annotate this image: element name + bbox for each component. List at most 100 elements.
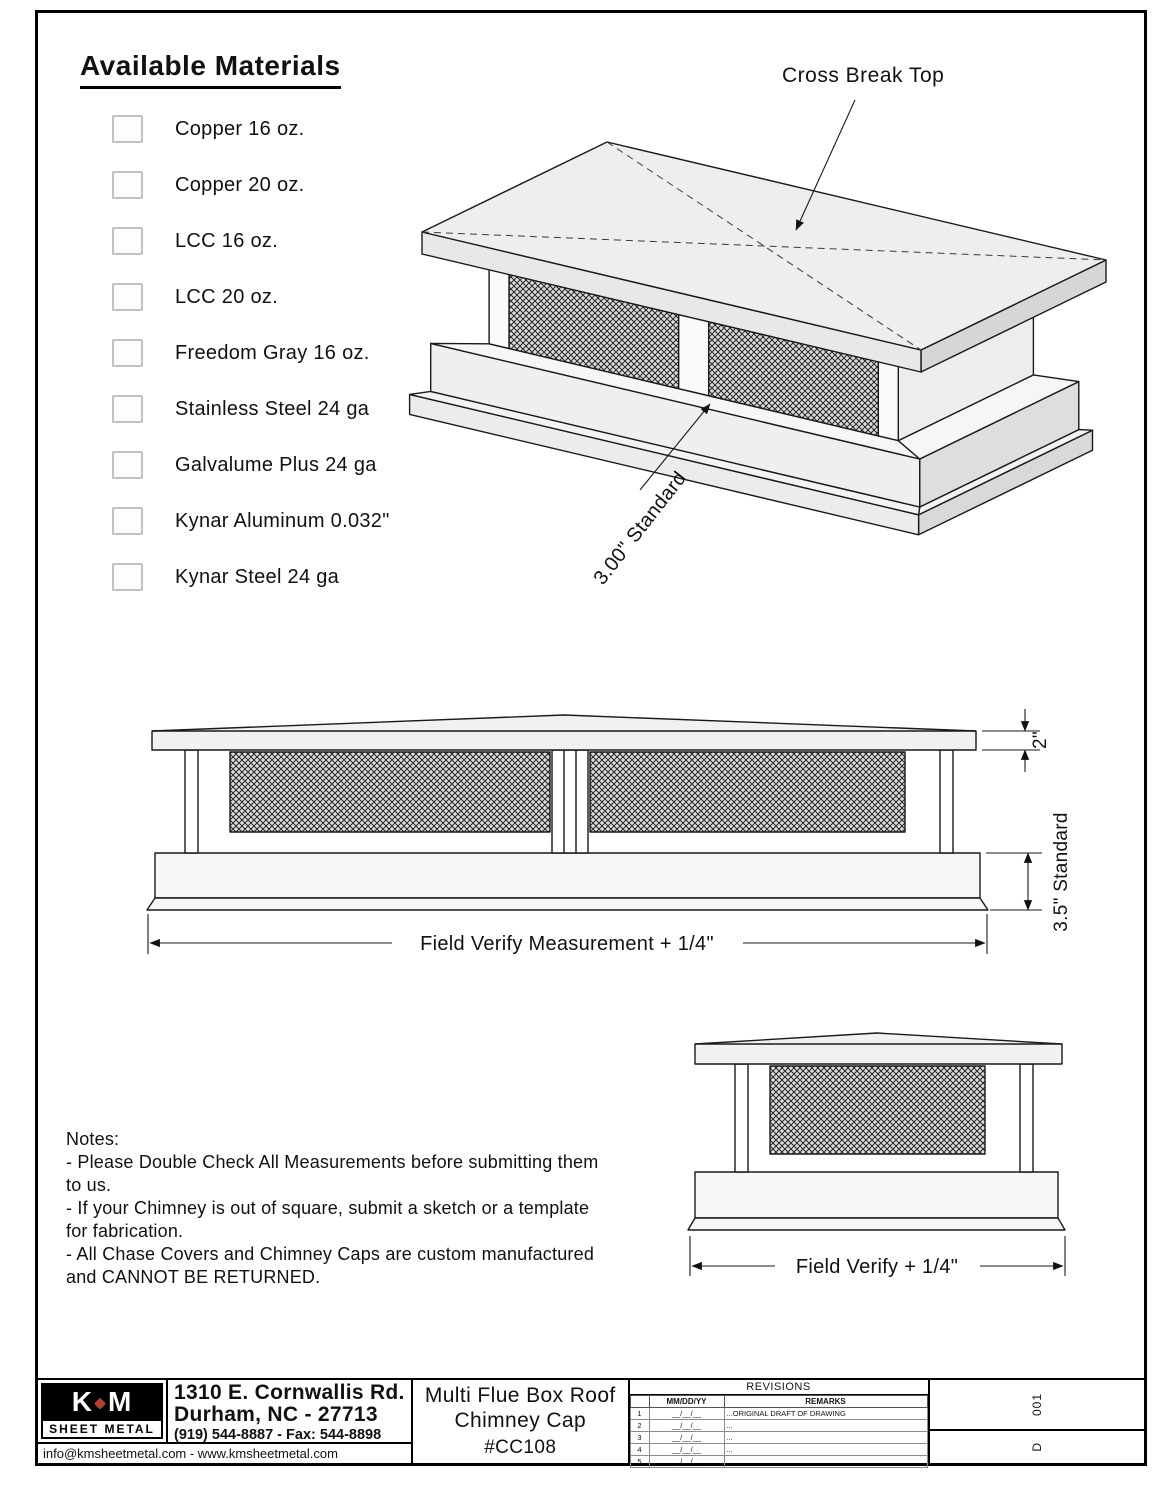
- revisions-col-date: MM/DD/YY: [648, 1395, 725, 1408]
- isometric-view-drawing: 3.00" Standard: [408, 99, 1107, 589]
- revision-remarks: ...: [723, 1455, 928, 1468]
- revision-letter-cell: D: [930, 1431, 1145, 1463]
- notes-section: Notes: - Please Double Check All Measure…: [66, 1128, 611, 1289]
- iso-center-post: [678, 309, 710, 397]
- revision-number: 4: [629, 1443, 650, 1456]
- revision-letter: D: [1029, 1441, 1044, 1452]
- materials-list: Copper 16 oz. Copper 20 oz. LCC 16 oz. L…: [112, 115, 390, 620]
- front-mesh-left: [229, 751, 551, 833]
- revision-date: __/__/__: [648, 1431, 725, 1444]
- revisions-col-num: [629, 1395, 650, 1408]
- revisions-col-remarks: REMARKS: [723, 1395, 928, 1408]
- front-mesh-right: [589, 751, 906, 833]
- notes-heading: Notes:: [66, 1129, 120, 1149]
- revision-row: 3 __/__/__ ...: [629, 1431, 928, 1444]
- iso-corner-post-left: [488, 265, 510, 350]
- address-line1: 1310 E. Cornwallis Rd.: [174, 1381, 405, 1404]
- logo-diamond-icon: ◆: [94, 1394, 106, 1410]
- revision-remarks: ...: [723, 1431, 928, 1444]
- side-roof-cap: [694, 1032, 1063, 1065]
- material-label: Galvalume Plus 24 ga: [175, 453, 377, 476]
- iso-cross-break-line: [421, 231, 1107, 261]
- material-checkbox[interactable]: [112, 563, 143, 591]
- logo-letter-m: M: [107, 1386, 133, 1417]
- company-phone: (919) 544-8887 - Fax: 544-8898: [174, 1427, 382, 1444]
- gap-dimension-label: 3.00" Standard: [589, 468, 691, 589]
- front-flange: [146, 897, 989, 911]
- front-roof-cap: [151, 714, 977, 751]
- material-item: Copper 20 oz.: [112, 171, 390, 199]
- title-block: K◆M SHEET METAL 1310 E. Cornwallis Rd. D…: [35, 1378, 1147, 1468]
- material-checkbox[interactable]: [112, 283, 143, 311]
- revisions-section: REVISIONS MM/DD/YY REMARKS 1 __/__/__ ..…: [629, 1380, 930, 1468]
- company-logo-mark: K◆M: [43, 1385, 161, 1419]
- material-checkbox[interactable]: [112, 171, 143, 199]
- cross-break-top-label: Cross Break Top: [782, 64, 945, 87]
- material-item: LCC 20 oz.: [112, 283, 390, 311]
- revision-number: 3: [629, 1431, 650, 1444]
- product-title-line2: Chimney Cap: [454, 1409, 587, 1432]
- product-title-line1: Multi Flue Box Roof: [424, 1384, 616, 1407]
- material-label: Kynar Aluminum 0.032": [175, 509, 390, 532]
- revisions-title: REVISIONS: [629, 1380, 928, 1395]
- company-logo-subtitle: SHEET METAL: [43, 1419, 161, 1437]
- note-item: - All Chase Covers and Chimney Caps are …: [66, 1244, 595, 1288]
- material-checkbox[interactable]: [112, 115, 143, 143]
- material-label: Stainless Steel 24 ga: [175, 397, 370, 420]
- side-elevation-drawing: Field Verify + 1/4": [687, 1032, 1066, 1278]
- company-email-web[interactable]: info@kmsheetmetal.com - www.kmsheetmetal…: [38, 1442, 411, 1463]
- title-block-company-section: K◆M SHEET METAL 1310 E. Cornwallis Rd. D…: [38, 1380, 413, 1463]
- material-checkbox[interactable]: [112, 339, 143, 367]
- revision-row: 1 __/__/__ ...ORIGINAL DRAFT OF DRAWING: [629, 1407, 928, 1420]
- side-flange: [687, 1217, 1066, 1231]
- material-item: Kynar Aluminum 0.032": [112, 507, 390, 535]
- material-label: LCC 16 oz.: [175, 229, 279, 252]
- revision-row: 5 __/__/__ ...: [629, 1455, 928, 1468]
- material-label: Kynar Steel 24 ga: [175, 565, 340, 588]
- material-checkbox[interactable]: [112, 451, 143, 479]
- iso-corner-post-right: [877, 357, 899, 442]
- iso-cross-break-line: [606, 141, 922, 351]
- front-post-center: [551, 749, 589, 854]
- revision-remarks: ...ORIGINAL DRAFT OF DRAWING: [723, 1407, 928, 1420]
- base-height-dimension-label: 3.5" Standard: [1051, 812, 1072, 931]
- material-label: Freedom Gray 16 oz.: [175, 341, 370, 364]
- product-code: #CC108: [484, 1437, 557, 1458]
- address-line2: Durham, NC - 27713: [174, 1403, 378, 1427]
- revision-date: __/__/__: [648, 1419, 725, 1432]
- front-width-dimension-label: Field Verify Measurement + 1/4": [420, 933, 714, 955]
- material-checkbox[interactable]: [112, 507, 143, 535]
- material-item: Galvalume Plus 24 ga: [112, 451, 390, 479]
- note-item: - If your Chimney is out of square, subm…: [66, 1198, 590, 1242]
- logo-letter-k: K: [71, 1386, 93, 1417]
- material-checkbox[interactable]: [112, 227, 143, 255]
- material-item: LCC 16 oz.: [112, 227, 390, 255]
- front-post-left: [184, 749, 199, 854]
- company-address: 1310 E. Cornwallis Rd. Durham, NC - 2771…: [168, 1380, 411, 1442]
- revisions-header-row: MM/DD/YY REMARKS: [629, 1395, 928, 1408]
- front-elevation-drawing: 2" 3.5" Standard Field Verify Measuremen…: [146, 709, 1072, 955]
- revision-row: 4 __/__/__ ...: [629, 1443, 928, 1456]
- revision-number: 1: [629, 1407, 650, 1420]
- material-item: Kynar Steel 24 ga: [112, 563, 390, 591]
- revisions-table: MM/DD/YY REMARKS 1 __/__/__ ...ORIGINAL …: [629, 1395, 928, 1468]
- side-width-dimension-label: Field Verify + 1/4": [796, 1256, 958, 1278]
- revision-date: __/__/__: [648, 1407, 725, 1420]
- side-base: [694, 1171, 1059, 1219]
- revision-row: 2 __/__/__ ...: [629, 1419, 928, 1432]
- company-logo: K◆M SHEET METAL: [38, 1380, 168, 1442]
- material-item: Stainless Steel 24 ga: [112, 395, 390, 423]
- revision-remarks: ...: [723, 1443, 928, 1456]
- side-mesh: [769, 1065, 986, 1155]
- note-item: - Please Double Check All Measurements b…: [66, 1152, 599, 1196]
- side-post-right: [1019, 1063, 1034, 1173]
- material-checkbox[interactable]: [112, 395, 143, 423]
- side-post-left: [734, 1063, 749, 1173]
- gap-dimension-leader: [639, 403, 711, 491]
- material-label: LCC 20 oz.: [175, 285, 279, 308]
- sheet-code-section: 001 D: [929, 1380, 1145, 1463]
- materials-heading: Available Materials: [80, 50, 341, 89]
- material-label: Copper 20 oz.: [175, 173, 305, 196]
- drawing-title-section: Multi Flue Box Roof Chimney Cap #CC108: [413, 1380, 630, 1463]
